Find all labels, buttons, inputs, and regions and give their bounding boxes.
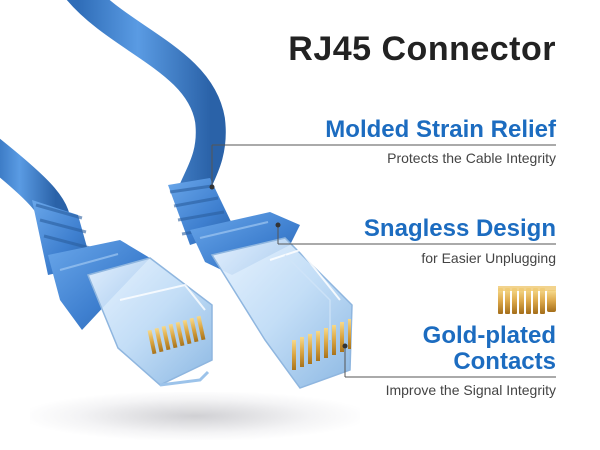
feature-title-snagless: Snagless Design: [363, 215, 556, 242]
feature-subtitle-strain-relief: Protects the Cable Integrity: [387, 150, 556, 166]
gold-contacts-icon: [498, 286, 556, 314]
cable-right: [66, 0, 226, 215]
right-connector: [168, 178, 353, 389]
page-title: RJ45 Connector: [288, 30, 556, 68]
feature-title-gold-line2: Contacts: [453, 348, 556, 375]
feature-subtitle-snagless: for Easier Unplugging: [421, 250, 556, 266]
left-connector: [32, 200, 213, 387]
cable-shadow: [30, 392, 360, 440]
feature-subtitle-gold: Improve the Signal Integrity: [385, 382, 556, 398]
feature-title-strain-relief: Molded Strain Relief: [325, 116, 556, 143]
feature-title-gold-line1: Gold-plated: [422, 322, 556, 349]
